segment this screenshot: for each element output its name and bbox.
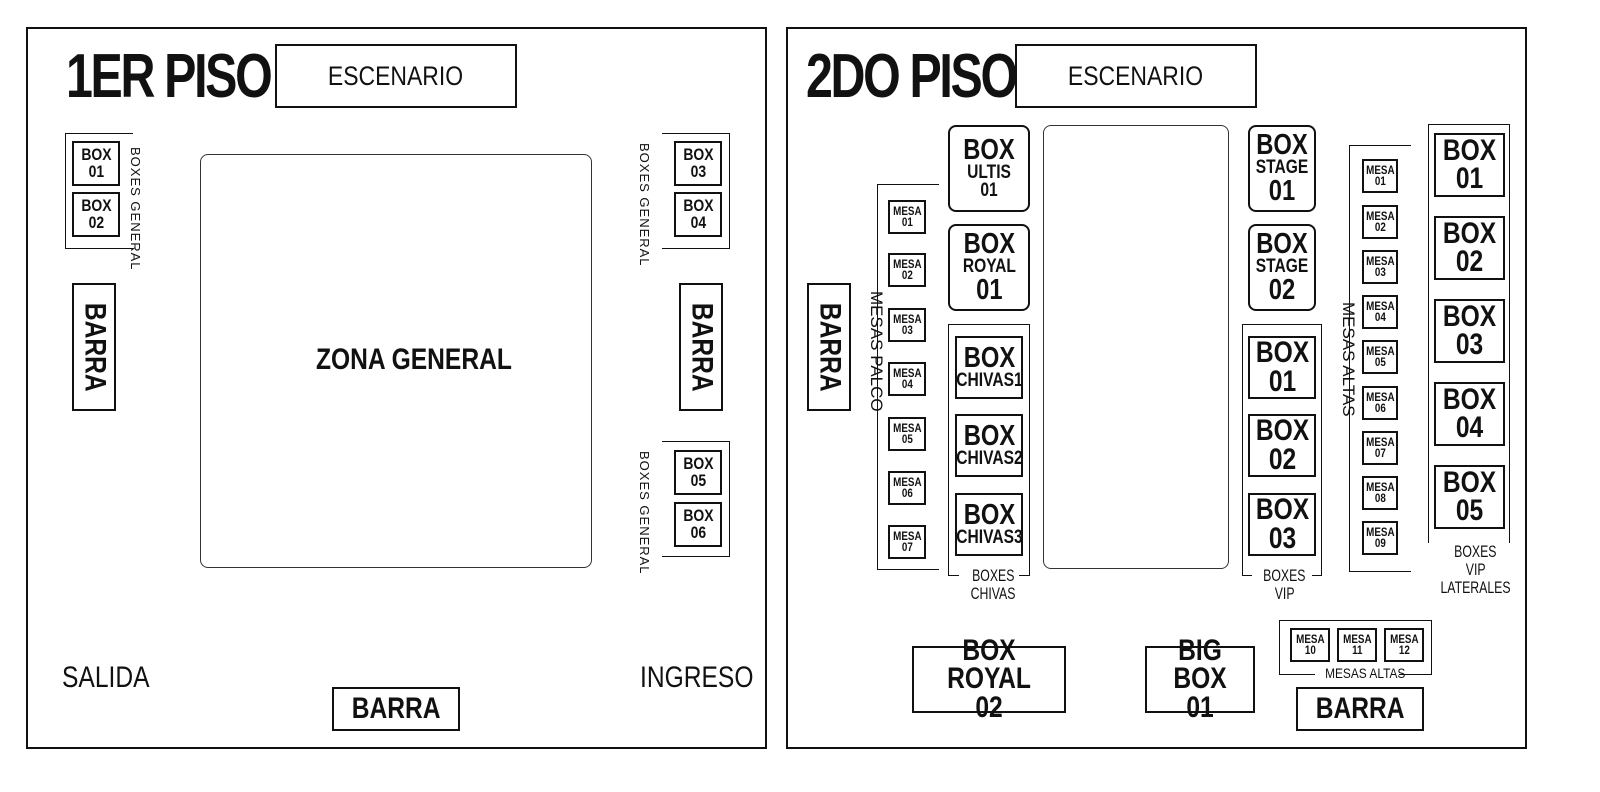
- floor1-stage: ESCENARIO: [275, 44, 517, 108]
- floor2-mesas-altas-label: MESAS ALTAS: [1339, 302, 1358, 417]
- floor2-barra-left[interactable]: BARRA: [807, 283, 851, 411]
- floor1-boxes-general-right-top-group: [662, 133, 730, 249]
- floor1-boxes-general-right-top-label: BOXES GENERAL: [637, 143, 652, 267]
- floor1-barra-bottom[interactable]: BARRA: [332, 687, 460, 731]
- floor1-zona-label: ZONA GENERAL: [316, 343, 512, 376]
- floor1-barra-right[interactable]: BARRA: [679, 283, 723, 411]
- floor1-exit-label: SALIDA: [62, 661, 150, 694]
- floor2-panel: [786, 27, 1527, 749]
- floor1-boxes-general-right-bottom-group: [662, 441, 730, 557]
- floor1-panel: [26, 27, 767, 749]
- floor2-central-area: [1043, 125, 1229, 569]
- floor1-barra-left[interactable]: BARRA: [72, 283, 116, 411]
- floor1-boxes-general-left-group: [65, 133, 133, 249]
- floor2-mesas-altas-bottom-label: MESAS ALTAS: [1315, 666, 1405, 681]
- floor1-boxes-general-left-label: BOXES GENERAL: [128, 147, 143, 271]
- floor2-mesas-palco-label: MESAS PALCO: [867, 291, 886, 412]
- floor2-mesas-altas-group: [1349, 145, 1411, 572]
- floor2-barra-bottom[interactable]: BARRA: [1296, 687, 1424, 731]
- floor2-stage: ESCENARIO: [1015, 44, 1257, 108]
- floor1-entrance-label: INGRESO: [640, 661, 754, 694]
- floor1-title: 1ER PISO: [66, 42, 273, 111]
- floor2-mesas-palco-group: [877, 184, 939, 570]
- floor1-boxes-general-right-bottom-label: BOXES GENERAL: [637, 451, 652, 575]
- floor1-zona-general[interactable]: [200, 154, 592, 568]
- floor2-title: 2DO PISO: [806, 42, 1018, 111]
